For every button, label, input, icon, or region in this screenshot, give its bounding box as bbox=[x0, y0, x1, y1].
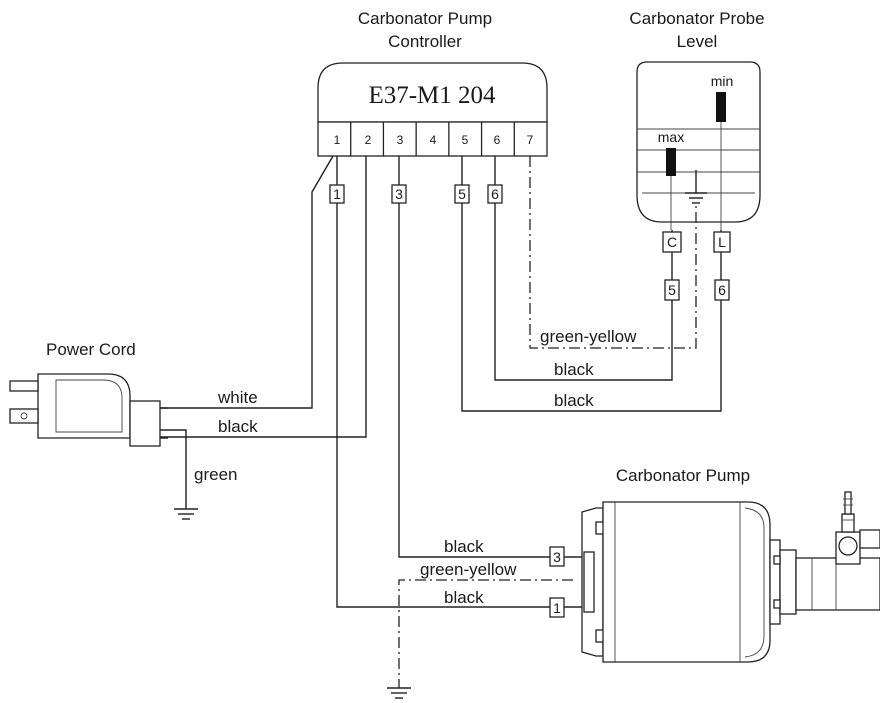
probe-max-rod bbox=[666, 148, 676, 176]
terminal-labels: 1 2 3 4 5 6 7 bbox=[334, 133, 534, 147]
probe-min-rod bbox=[716, 92, 726, 122]
probe-tag-6: 6 bbox=[718, 282, 726, 298]
terminal-2: 2 bbox=[365, 133, 372, 147]
wire-tag-5: 5 bbox=[458, 186, 466, 202]
pump-title: Carbonator Pump bbox=[616, 466, 750, 485]
wires bbox=[160, 155, 722, 688]
terminal-7: 7 bbox=[527, 133, 534, 147]
terminal-dividers bbox=[350, 122, 515, 156]
probe-housing bbox=[636, 61, 761, 223]
wire-t3-pump bbox=[398, 156, 550, 558]
probe-max-label: max bbox=[658, 129, 684, 145]
label-white: white bbox=[217, 388, 258, 407]
pump-motor-body bbox=[602, 501, 771, 663]
probe-title-line2: Level bbox=[677, 32, 718, 51]
terminal-6: 6 bbox=[494, 133, 501, 147]
power-cord-title: Power Cord bbox=[46, 340, 136, 359]
controller-wire-tags: 1 3 5 6 bbox=[329, 184, 503, 204]
wire-black-line bbox=[160, 156, 367, 438]
label-green: green bbox=[194, 465, 237, 484]
plug-prong-top bbox=[9, 380, 39, 392]
wire-tag-6: 6 bbox=[491, 186, 499, 202]
wire-t7-ground bbox=[529, 156, 697, 349]
wire-t6-probe bbox=[494, 156, 673, 381]
wire-white bbox=[160, 155, 334, 409]
controller-model: E37-M1 204 bbox=[368, 82, 496, 109]
label-black-cord: black bbox=[218, 417, 258, 436]
terminal-5: 5 bbox=[462, 133, 469, 147]
probe-title-line1: Carbonator Probe bbox=[629, 9, 764, 28]
probe-wire-tags: C L 5 6 bbox=[662, 231, 731, 301]
cord-ground-icon bbox=[174, 508, 198, 520]
pump-tag-3: 3 bbox=[553, 549, 561, 565]
plug-prong-bottom bbox=[9, 408, 39, 424]
terminal-1: 1 bbox=[334, 133, 341, 147]
probe-tag-c: C bbox=[667, 234, 677, 250]
terminal-4: 4 bbox=[430, 133, 437, 147]
label-probe-black-6: black bbox=[554, 360, 594, 379]
carbonator-pump: 3 1 bbox=[549, 491, 880, 663]
label-pump-green-yellow: green-yellow bbox=[420, 560, 517, 579]
probe-min-label: min bbox=[711, 73, 734, 89]
pump-head bbox=[795, 557, 880, 611]
label-probe-black-5: black bbox=[554, 391, 594, 410]
probe-ground-icon bbox=[685, 170, 707, 204]
probe-level: min max bbox=[636, 61, 761, 230]
wire-green bbox=[160, 429, 187, 509]
terminal-strip bbox=[317, 121, 548, 157]
label-pump-black-bottom: black bbox=[444, 588, 484, 607]
wire-t5-probe bbox=[461, 156, 722, 412]
pump-ground-icon bbox=[387, 687, 411, 699]
wire-t1-pump bbox=[336, 156, 550, 608]
wire-tag-3: 3 bbox=[395, 186, 403, 202]
pump-controller: E37-M1 204 1 2 3 4 5 6 7 bbox=[317, 62, 548, 157]
label-pump-black-top: black bbox=[444, 537, 484, 556]
wire-pump-ground bbox=[398, 579, 573, 688]
pump-tag-1: 1 bbox=[553, 600, 561, 616]
controller-housing bbox=[317, 62, 548, 123]
probe-tag-l: L bbox=[718, 234, 726, 250]
probe-tag-5: 5 bbox=[668, 282, 676, 298]
cord-strain-relief bbox=[129, 400, 161, 447]
controller-title-line2: Controller bbox=[388, 32, 462, 51]
power-cord-plug bbox=[9, 373, 168, 447]
terminal-3: 3 bbox=[397, 133, 404, 147]
wire-tag-1: 1 bbox=[333, 186, 341, 202]
controller-title-line1: Carbonator Pump bbox=[358, 9, 492, 28]
label-probe-green-yellow: green-yellow bbox=[540, 327, 637, 346]
